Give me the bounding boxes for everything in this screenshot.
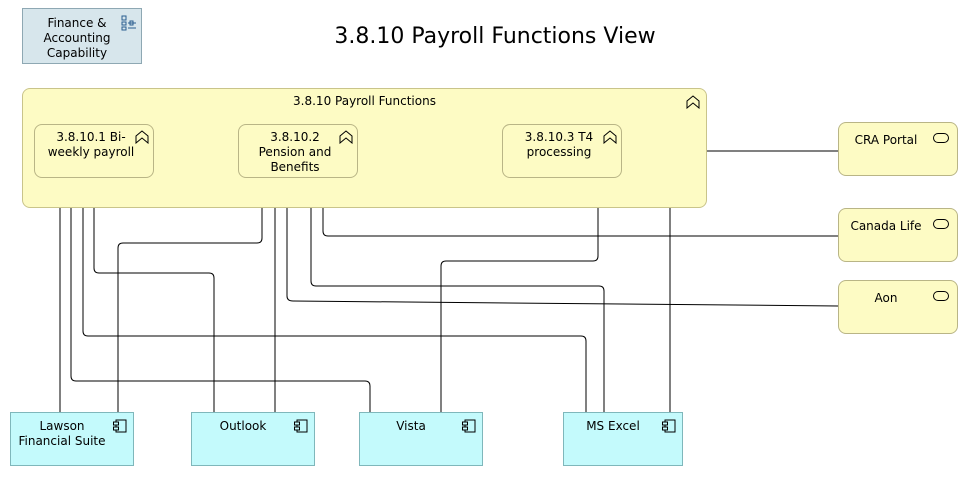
group-label: 3.8.10 Payroll Functions [293, 94, 436, 108]
function-icon [603, 130, 617, 144]
application-lawson-financial-suite[interactable]: Lawson Financial Suite [10, 412, 134, 466]
function-icon [339, 130, 353, 144]
component-icon [294, 419, 308, 433]
application-label: Lawson Financial Suite [18, 419, 106, 448]
application-label: MS Excel [586, 419, 640, 433]
capability-icon [121, 15, 136, 31]
interface-icon [933, 133, 949, 143]
flow-outlook-to-biweekly [94, 180, 215, 412]
flow-aon-to-pension [287, 180, 839, 307]
capability-finance-accounting[interactable]: Finance & Accounting Capability [22, 8, 142, 64]
interface-label: Aon [874, 291, 898, 305]
interface-canada-life[interactable]: Canada Life [838, 208, 958, 262]
interface-label: Canada Life [850, 219, 922, 233]
flow-msexcel-to-pension [311, 180, 605, 412]
function-label: 3.8.10.1 Bi-weekly payroll [47, 130, 135, 159]
component-icon [113, 419, 127, 433]
interface-aon[interactable]: Aon [838, 280, 958, 334]
application-label: Vista [396, 419, 426, 433]
function-t4-processing[interactable]: 3.8.10.3 T4 processing [502, 124, 622, 178]
interface-icon [933, 291, 949, 301]
flow-msexcel-to-biweekly [83, 180, 587, 412]
function-pension-benefits[interactable]: 3.8.10.2 Pension and Benefits [238, 124, 358, 178]
function-label: 3.8.10.3 T4 processing [524, 130, 594, 159]
application-vista[interactable]: Vista [359, 412, 483, 466]
flow-canadalife-to-pension [323, 180, 838, 237]
interface-cra-portal[interactable]: CRA Portal [838, 122, 958, 176]
function-label: 3.8.10.2 Pension and Benefits [258, 130, 332, 174]
application-ms-excel[interactable]: MS Excel [563, 412, 683, 466]
interface-icon [933, 219, 949, 229]
application-outlook[interactable]: Outlook [191, 412, 315, 466]
component-icon [662, 419, 676, 433]
flow-vista-to-biweekly [71, 180, 371, 412]
view-title: 3.8.10 Payroll Functions View [334, 24, 656, 49]
flow-lawson-to-pension [117, 180, 262, 412]
application-label: Outlook [219, 419, 267, 433]
function-biweekly-payroll[interactable]: 3.8.10.1 Bi-weekly payroll [34, 124, 154, 178]
flow-vista-to-t4 [440, 180, 598, 412]
function-icon [135, 130, 149, 144]
function-icon [686, 95, 700, 109]
component-icon [462, 419, 476, 433]
interface-label: CRA Portal [854, 133, 918, 147]
capability-label: Finance & Accounting Capability [43, 16, 111, 60]
